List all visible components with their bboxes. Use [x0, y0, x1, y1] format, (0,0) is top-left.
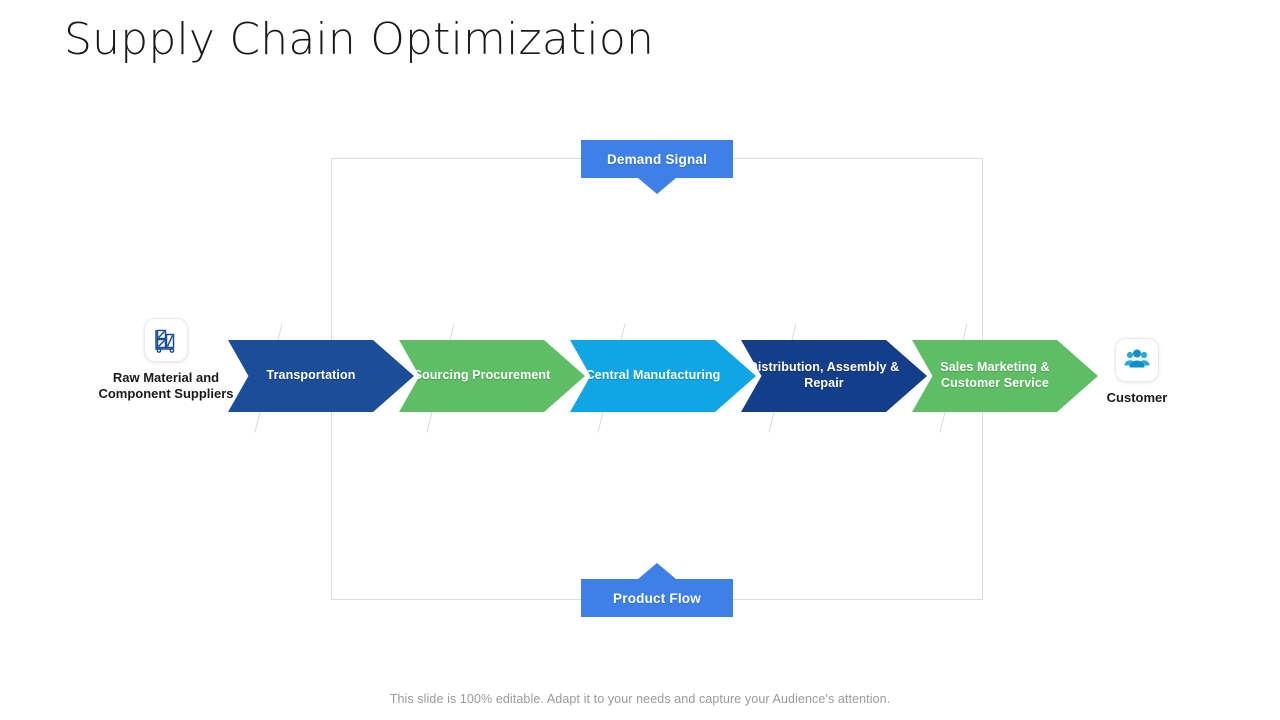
customer-node-label: Customer — [1106, 390, 1168, 405]
supplier-node-label: Raw Material and Component Suppliers — [98, 370, 234, 402]
chevron-step-label: Sourcing Procurement — [413, 368, 551, 383]
demand-signal-label: Demand Signal — [606, 151, 708, 167]
chevron-step-transportation[interactable]: Transportation — [228, 340, 414, 412]
chevron-step-label: Transportation — [266, 368, 356, 383]
customer-group-icon — [1115, 338, 1159, 382]
chevron-step-sales-marketing-customer-service[interactable]: Sales Marketing & Customer Service — [912, 340, 1098, 412]
warehouse-boxes-icon — [144, 318, 188, 362]
chevron-step-label: Sales Marketing & Customer Service — [940, 360, 1050, 390]
chevron-step-label: Distribution, Assembly & Repair — [748, 360, 900, 390]
chevron-step-label: Central Manufacturing — [585, 368, 721, 383]
demand-signal-arrow-down-icon — [638, 178, 676, 194]
chevron-step-distribution-assembly-repair[interactable]: Distribution, Assembly & Repair — [741, 340, 927, 412]
supplier-node[interactable]: Raw Material and Component Suppliers — [95, 318, 237, 403]
product-flow-arrow-up-icon — [638, 563, 676, 579]
demand-signal-banner[interactable]: Demand Signal — [581, 140, 733, 178]
footer-note: This slide is 100% editable. Adapt it to… — [389, 692, 891, 706]
chevron-step-central-manufacturing[interactable]: Central Manufacturing — [570, 340, 756, 412]
page-title: Supply Chain Optimization — [64, 14, 655, 65]
product-flow-label: Product Flow — [613, 590, 701, 606]
product-flow-banner[interactable]: Product Flow — [581, 579, 733, 617]
chevron-step-sourcing-procurement[interactable]: Sourcing Procurement — [399, 340, 585, 412]
customer-node[interactable]: Customer — [1082, 338, 1192, 406]
